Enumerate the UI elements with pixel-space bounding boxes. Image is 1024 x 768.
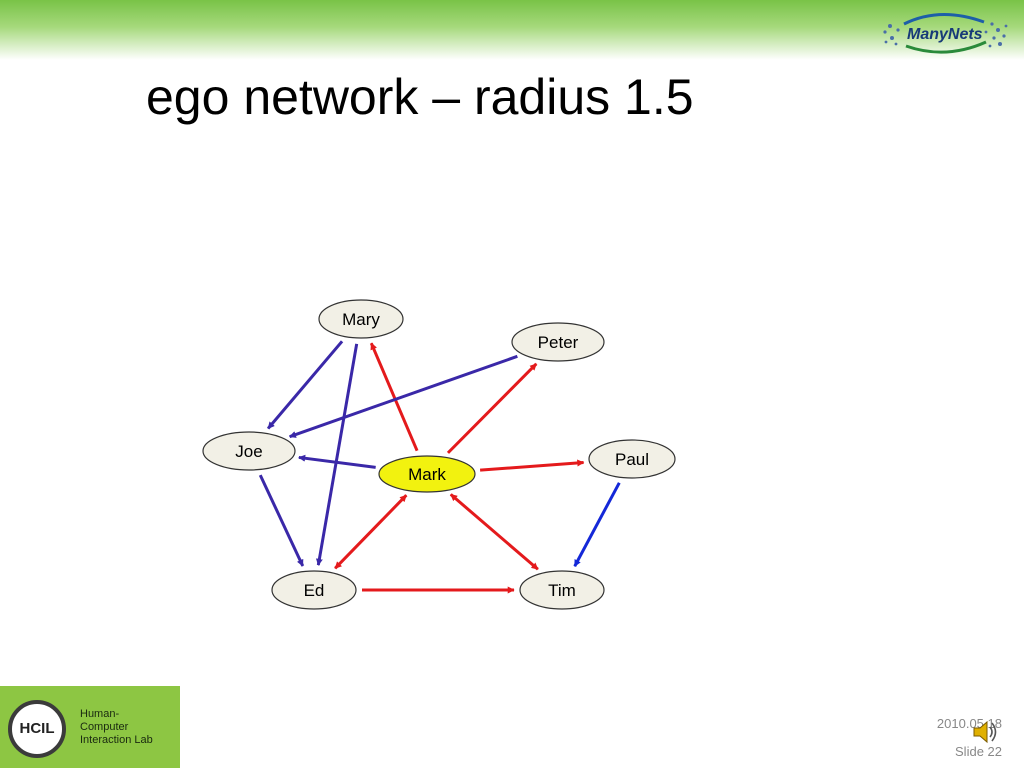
node-peter: Peter (511, 322, 605, 362)
node-mark: Mark (378, 455, 476, 493)
node-tim: Tim (519, 570, 605, 610)
edge-mary-ed (315, 343, 359, 566)
node-joe-shape (202, 431, 296, 471)
node-mark-shape (378, 455, 476, 493)
slide-title: ego network – radius 1.5 (146, 69, 694, 125)
edge-peter-joe (288, 354, 518, 439)
node-mary-label: Mary (342, 310, 380, 329)
manynets-logo: ManyNets (883, 13, 1008, 54)
edge-mark-ed (334, 494, 408, 570)
hcil-line-1: Human- (80, 708, 120, 720)
hcil-logo: HCIL Human- Computer Interaction Lab (0, 686, 180, 768)
node-paul-shape (588, 439, 676, 479)
node-peter-shape (511, 322, 605, 362)
edge-mark-tim (449, 493, 539, 571)
node-tim-shape (519, 570, 605, 610)
edge-mary-joe (266, 340, 344, 430)
node-tim-label: Tim (548, 581, 576, 600)
edge-mark-paul (479, 459, 585, 472)
node-mary-shape (318, 299, 404, 339)
edge-paul-tim (573, 482, 621, 567)
node-joe-label: Joe (235, 442, 262, 461)
speaker-icon[interactable] (970, 716, 998, 748)
hcil-badge-text: HCIL (19, 720, 55, 737)
edge-joe-ed (258, 474, 305, 567)
node-paul-label: Paul (615, 450, 649, 469)
edge-mark-mary (369, 342, 419, 452)
node-joe: Joe (202, 431, 296, 471)
node-ed: Ed (271, 570, 357, 610)
hcil-line-3: Interaction Lab (80, 734, 153, 746)
hcil-badge: HCIL (8, 700, 66, 758)
node-mark-label: Mark (408, 465, 446, 484)
edge-mark-peter (446, 362, 538, 454)
node-peter-label: Peter (538, 333, 579, 352)
node-ed-label: Ed (304, 581, 325, 600)
manynets-logo-text: ManyNets (907, 26, 983, 43)
header-bar (0, 0, 1024, 60)
edges-layer (258, 340, 621, 594)
hcil-line-2: Computer (80, 721, 129, 733)
slide-number: Slide 22 (955, 744, 1002, 759)
node-paul: Paul (588, 439, 676, 479)
node-ed-shape (271, 570, 357, 610)
node-mary: Mary (318, 299, 404, 339)
hcil-lab-name: Human- Computer Interaction Lab (80, 708, 153, 747)
